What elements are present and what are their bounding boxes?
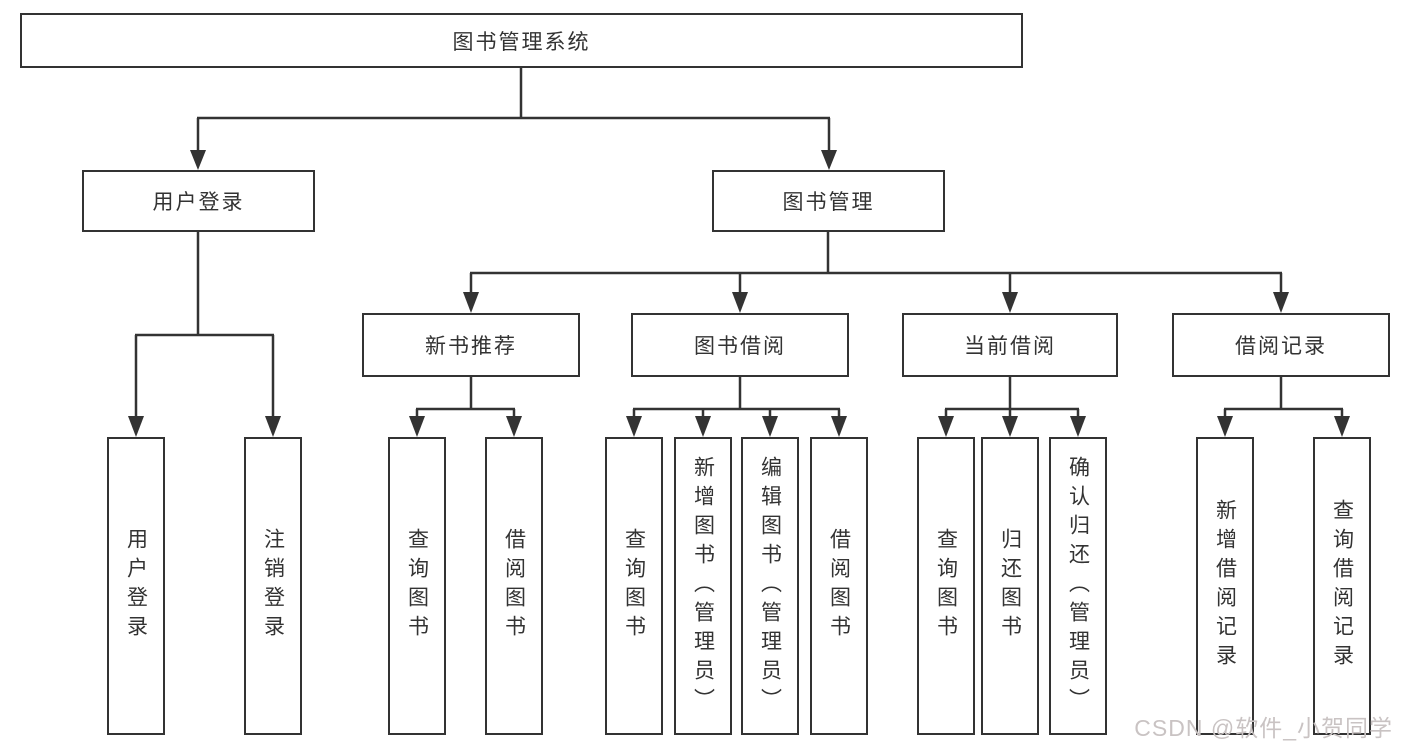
leaf-query-borrow-record-label: 查询借阅记录 [1330,499,1354,673]
leaf-edit-book-admin-label: 编辑图书（管理员） [758,455,782,717]
leaf-add-borrow-record: 新增借阅记录 [1196,437,1254,735]
leaf-query-book-current: 查询图书 [917,437,975,735]
leaf-logout: 注销登录 [244,437,302,735]
node-root: 图书管理系统 [20,13,1023,68]
node-book-borrow-label: 图书借阅 [694,335,786,358]
node-new-book-recommend-label: 新书推荐 [425,335,517,358]
leaf-borrow-book-recommend-label: 借阅图书 [502,528,526,644]
arrowhead-icons [128,150,1350,437]
leaf-borrow-book: 借阅图书 [810,437,868,735]
node-book-management: 图书管理 [712,170,945,232]
leaf-query-book-recommend-label: 查询图书 [405,528,429,644]
node-root-label: 图书管理系统 [452,30,591,54]
leaf-query-book-current-label: 查询图书 [934,528,958,644]
leaf-user-login: 用户登录 [107,437,165,735]
leaf-query-book-recommend: 查询图书 [388,437,446,735]
leaf-logout-label: 注销登录 [261,528,285,644]
leaf-query-book-borrow-label: 查询图书 [622,528,646,644]
csdn-watermark: CSDN @软件_小贺同学 [1134,715,1393,741]
leaf-confirm-return-admin: 确认归还（管理员） [1049,437,1107,735]
leaf-add-book-admin: 新增图书（管理员） [674,437,732,735]
leaf-add-borrow-record-label: 新增借阅记录 [1213,499,1237,673]
leaf-return-book: 归还图书 [981,437,1039,735]
node-borrow-records: 借阅记录 [1172,313,1390,377]
leaf-return-book-label: 归还图书 [998,528,1022,644]
node-user-login-label: 用户登录 [152,191,245,214]
node-new-book-recommend: 新书推荐 [362,313,580,377]
leaf-user-login-label: 用户登录 [124,528,148,644]
node-user-login: 用户登录 [82,170,315,232]
node-book-borrow: 图书借阅 [631,313,849,377]
node-current-borrow-label: 当前借阅 [964,335,1056,358]
leaf-edit-book-admin: 编辑图书（管理员） [741,437,799,735]
node-borrow-records-label: 借阅记录 [1235,335,1327,358]
leaf-confirm-return-admin-label: 确认归还（管理员） [1066,455,1090,717]
node-book-management-label: 图书管理 [782,191,875,214]
leaf-borrow-book-label: 借阅图书 [827,528,851,644]
node-current-borrow: 当前借阅 [902,313,1118,377]
leaf-add-book-admin-label: 新增图书（管理员） [691,455,715,717]
leaf-query-borrow-record: 查询借阅记录 [1313,437,1371,735]
leaf-borrow-book-recommend: 借阅图书 [485,437,543,735]
leaf-query-book-borrow: 查询图书 [605,437,663,735]
